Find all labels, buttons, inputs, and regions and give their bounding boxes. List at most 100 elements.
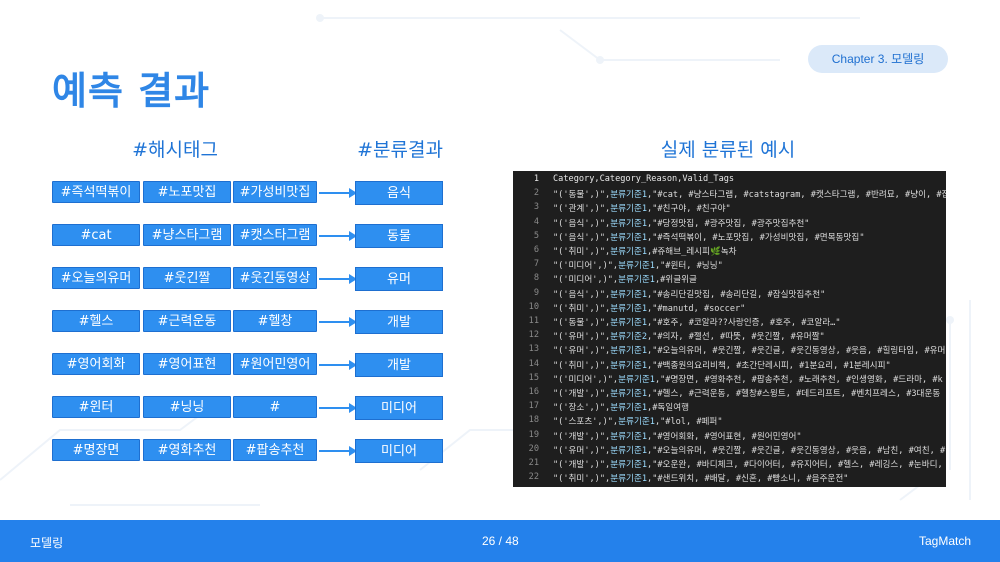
code-category: "('스포츠',)",: [553, 417, 619, 428]
page-title: 예측 결과: [52, 69, 211, 113]
code-tags: ,#위글위글: [654, 275, 697, 286]
code-category: "('음식',)",: [553, 218, 611, 229]
code-reason: 분류기준1: [610, 474, 648, 485]
page-number: 26 / 48: [482, 534, 519, 548]
hashtag-chip: #원어민영어: [233, 353, 317, 375]
code-reason: 분류기준1: [610, 204, 648, 215]
code-category: "('개발',)",: [553, 431, 611, 442]
line-number: 19: [528, 429, 539, 440]
code-tags: ,"#친구야, #친구야": [647, 204, 731, 215]
code-reason: 분류기준1: [610, 460, 648, 470]
result-label: 미디어: [355, 396, 443, 420]
arrow-right-icon: [319, 188, 357, 198]
code-reason: 분류기준1: [618, 417, 655, 428]
code-line: "('음식',)",분류기준1,"#즉석떡볶이, #노포맛집, #가성비맛집, …: [553, 231, 865, 243]
code-tags: ,"#의자, #젤선, #따뜻, #웃긴짤, #유머짤": [647, 332, 825, 343]
line-number: 3: [533, 202, 539, 213]
line-number: 2: [533, 188, 539, 199]
code-tags: ,"#샌드위치, #배달, #신혼, #빵소니, #음주운전": [647, 474, 849, 485]
hashtag-chip: #영어회화: [52, 353, 140, 375]
code-line: "('유머',)",분류기준1,"#오늘의유머, #웃긴짤, #웃긴글, #웃긴…: [553, 344, 945, 356]
hashtag-chip: #: [233, 396, 317, 418]
line-number: 17: [528, 401, 539, 412]
code-line: "('취미',)",분류기준1,"#manutd, #soccer": [553, 302, 745, 314]
code-line: "('취미',)",분류기준1,"#백종원의요리비책, #초간단레시피, #1분…: [553, 359, 891, 371]
code-line: "('장소',)",분류기준1,#독일여행: [553, 401, 689, 413]
line-number: 15: [528, 372, 539, 383]
code-line: "('취미',)",분류기준1,#쥬해브_레시피🌿녹차: [553, 245, 737, 257]
hashtag-chip: #닝닝: [143, 396, 231, 418]
code-line: "('개발',)",분류기준1,"#헬스, #근력운동, #헬창#스윙트, #데…: [553, 387, 940, 399]
code-reason: 분류기준1: [610, 403, 648, 414]
code-category: "('미디어',)",: [553, 261, 619, 272]
hashtag-chip: #즉석떡볶이: [52, 181, 140, 203]
code-reason: 분류기준1: [610, 190, 648, 201]
line-number: 21: [528, 458, 539, 468]
code-category: "('동물',)",: [553, 190, 611, 201]
hashtag-chip: #윈터: [52, 396, 140, 418]
code-reason: 분류기준1: [610, 360, 648, 371]
line-number: 9: [533, 287, 539, 298]
code-line: "('음식',)",분류기준1,"#송리단길맛집, #송리단길, #잠실맛집추천…: [553, 288, 825, 300]
arrow-right-icon: [319, 446, 357, 456]
hashtag-chip: #냥스타그램: [143, 224, 231, 246]
code-reason: 분류기준1: [618, 261, 655, 272]
code-category: "('미디어',)",: [553, 374, 619, 385]
line-number: 7: [533, 259, 539, 270]
code-line: "('스포츠',)",분류기준1,"#lol, #페퍼": [553, 415, 723, 427]
line-number: 20: [528, 443, 539, 454]
line-number: 8: [533, 273, 539, 284]
hashtag-chip: #근력운동: [143, 310, 231, 332]
code-line: "('동물',)",분류기준1,"#호주, #코알라??사랑인증, #호주, #…: [553, 316, 841, 328]
code-category: "('관계',)",: [553, 204, 611, 215]
arrow-right-icon: [319, 274, 357, 284]
hashtag-chip: #영어표현: [143, 353, 231, 375]
result-label: 동물: [355, 224, 443, 248]
line-number: 4: [533, 216, 539, 227]
line-number: 16: [528, 387, 539, 397]
chapter-badge: Chapter 3. 모델링: [808, 45, 948, 73]
code-tags: ,"#호주, #코알라??사랑인증, #호주, #코알라…": [647, 318, 841, 328]
line-number: 22: [528, 472, 539, 483]
code-tags: ,"#오늘의유머, #웃긴짤, #웃긴글, #웃긴동영상, #웃음, #힐링타임…: [647, 346, 946, 357]
code-reason: 분류기준1: [610, 346, 648, 357]
code-category: "('장소',)",: [553, 403, 611, 414]
hashtag-chip: #가성비맛집: [233, 181, 317, 203]
code-category: "('유머',)",: [553, 445, 611, 456]
code-category: "('취미',)",: [553, 360, 611, 371]
code-tags: ,"#명장면, #영화추천, #팝송추천, #노래추천, #인생영화, #드라마…: [654, 374, 943, 385]
code-category: "('취미',)",: [553, 474, 611, 485]
code-category: "('음식',)",: [553, 232, 611, 243]
code-reason: 분류기준1: [610, 289, 648, 300]
code-tags: ,#독일여행: [647, 403, 690, 414]
code-tags: ,"#lol, #페퍼": [654, 417, 723, 428]
result-label: 개발: [355, 353, 443, 377]
code-reason: 분류기준1: [610, 318, 648, 328]
code-tags: ,"#백종원의요리비책, #초간단레시피, #1분요리, #1분레시피": [647, 360, 891, 371]
hashtag-chip: #헬스: [52, 310, 140, 332]
line-number: 5: [533, 230, 539, 241]
footer-brand: TagMatch: [919, 534, 972, 548]
code-tags: ,"#송리단길맛집, #송리단길, #잠실맛집추천": [647, 289, 826, 300]
code-line: "('미디어',)",분류기준1,#위글위글: [553, 273, 697, 285]
hashtag-chip: #영화추천: [143, 439, 231, 461]
code-tags: ,"#헬스, #근력운동, #헬창#스윙트, #데드리프트, #벤치프레스, #…: [647, 389, 941, 399]
code-line: "('취미',)",분류기준1,"#샌드위치, #배달, #신혼, #빵소니, …: [553, 472, 848, 484]
code-category: "('개발',)",: [553, 389, 611, 399]
line-number: 18: [528, 415, 539, 426]
code-tags: ,"#cat, #냥스타그램, #catstagram, #캣스타그램, #반려…: [647, 190, 946, 201]
code-category: Category,Category_Reason,Valid_Tags: [553, 174, 735, 184]
result-column-header: #분류결과: [357, 139, 443, 161]
code-line: "('관계',)",분류기준1,"#친구야, #친구야": [553, 202, 731, 214]
code-reason: 분류기준1: [610, 218, 648, 229]
line-number: 12: [528, 330, 539, 341]
result-label: 미디어: [355, 439, 443, 463]
code-line: "('미디어',)",분류기준1,"#윈터, #닝닝": [553, 259, 723, 271]
code-reason: 분류기준1: [610, 303, 648, 314]
code-line: "('개발',)",분류기준1,"#오운완, #바디체크, #다이어터, #유지…: [553, 458, 943, 470]
code-category: "('개발',)",: [553, 460, 611, 470]
code-reason: 분류기준1: [610, 431, 648, 442]
hashtag-chip: #노포맛집: [143, 181, 231, 203]
hashtag-column-header: #해시태그: [132, 139, 218, 161]
